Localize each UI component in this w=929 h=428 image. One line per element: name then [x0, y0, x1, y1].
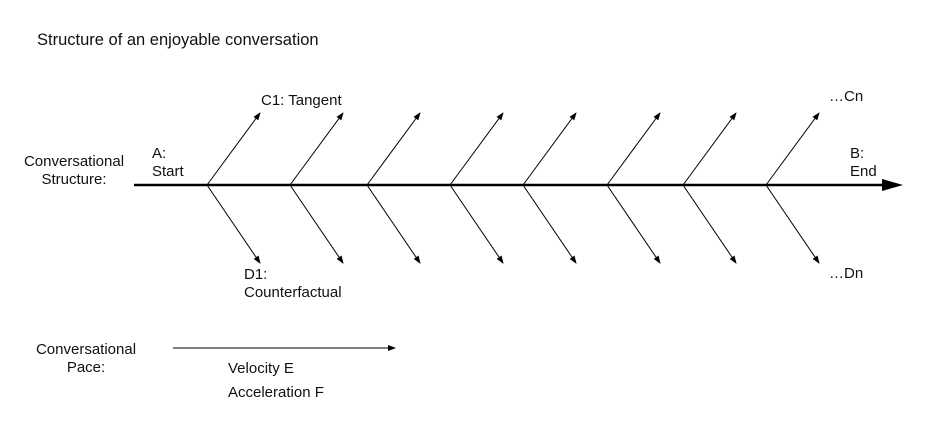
start-label-line1: A:: [152, 145, 167, 162]
pace-label-line2: Pace:: [66, 359, 106, 376]
counterfactual-arrow-8: [765, 184, 820, 264]
branches: [206, 112, 820, 264]
tangent-arrow-6: [606, 112, 661, 186]
structure-label-line2: Structure:: [41, 171, 107, 188]
tangent-arrow-3: [366, 112, 421, 186]
counterfactual-arrow-4: [449, 184, 504, 264]
counterfactual-arrow-7: [682, 184, 737, 264]
counterfactual-last-label: …Dn: [829, 265, 864, 282]
end-label-line1: B:: [850, 145, 865, 162]
structure-axis-arrowhead: [882, 179, 903, 191]
counterfactual-arrow-6: [606, 184, 661, 264]
end-label-line2: End: [850, 163, 877, 180]
tangent-arrow-5: [522, 112, 577, 186]
tangent-arrow-8: [765, 112, 820, 186]
start-label: A: Start: [152, 145, 184, 181]
counterfactual-first-line2: Counterfactual: [244, 284, 342, 301]
counterfactual-arrow-2: [289, 184, 344, 264]
structure-label: Conversational Structure:: [18, 153, 130, 189]
acceleration-label: Acceleration F: [228, 384, 324, 401]
tangent-arrow-1: [206, 112, 261, 186]
diagram-title: Structure of an enjoyable conversation: [37, 31, 319, 49]
tangent-arrow-2: [289, 112, 344, 186]
tangent-arrow-4: [449, 112, 504, 186]
counterfactual-arrow-1: [206, 184, 261, 264]
counterfactual-arrow-5: [522, 184, 577, 264]
velocity-label: Velocity E: [228, 360, 294, 377]
counterfactual-first-line1: D1:: [244, 266, 268, 283]
start-label-line2: Start: [152, 163, 184, 180]
pace-label-line1: Conversational: [35, 341, 137, 358]
tangent-first-label: C1: Tangent: [261, 92, 342, 109]
end-label: B: End: [850, 145, 877, 181]
counterfactual-arrow-3: [366, 184, 421, 264]
counterfactual-first-label: D1: Counterfactual: [244, 266, 342, 302]
pace-label: Conversational Pace:: [30, 341, 142, 377]
tangent-last-label: …Cn: [829, 88, 864, 105]
structure-label-line1: Conversational: [23, 153, 125, 170]
tangent-arrow-7: [682, 112, 737, 186]
